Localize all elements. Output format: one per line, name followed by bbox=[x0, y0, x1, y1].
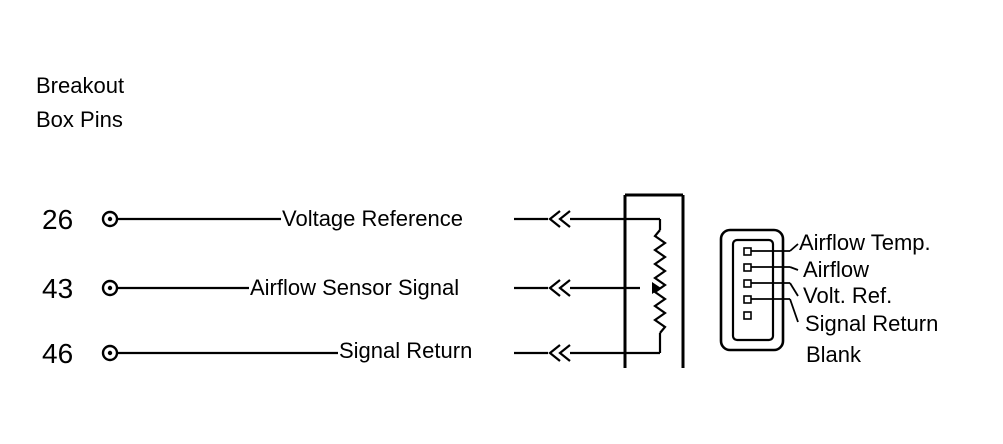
connector-chevrons-26-icon bbox=[514, 210, 660, 228]
sensor-housing bbox=[623, 193, 685, 368]
pin-number-46: 46 bbox=[42, 338, 73, 369]
diagram-title-line-2: Box Pins bbox=[36, 107, 123, 132]
signal-label-voltage-reference: Voltage Reference bbox=[282, 206, 463, 231]
connector-chevrons-43-icon bbox=[514, 279, 640, 297]
terminal-43-icon bbox=[101, 279, 119, 297]
connector-label-signal-return: Signal Return bbox=[805, 311, 938, 336]
connector-label-blank: Blank bbox=[806, 342, 862, 367]
connector-face-icon bbox=[719, 228, 799, 352]
connector-chevrons-46-icon bbox=[514, 344, 660, 362]
signal-label-airflow-sensor-signal: Airflow Sensor Signal bbox=[250, 275, 459, 300]
connector-label-volt-ref: Volt. Ref. bbox=[803, 283, 892, 308]
terminal-26-icon bbox=[101, 210, 119, 228]
connector-label-airflow: Airflow bbox=[803, 257, 869, 282]
diagram-title-line-1: Breakout bbox=[36, 73, 124, 98]
pin-number-43: 43 bbox=[42, 273, 73, 304]
connector-label-airflow-temp: Airflow Temp. bbox=[799, 230, 931, 255]
signal-label-signal-return: Signal Return bbox=[339, 338, 472, 363]
terminal-46-icon bbox=[101, 344, 119, 362]
pin-number-26: 26 bbox=[42, 204, 73, 235]
potentiometer-icon bbox=[652, 219, 667, 353]
